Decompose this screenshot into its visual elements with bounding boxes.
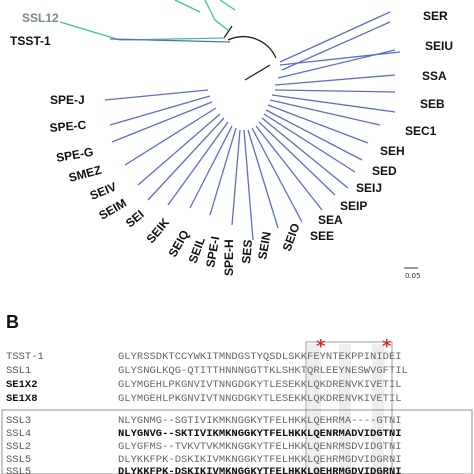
tree-label-sei: SEI <box>123 207 147 230</box>
conserved-box <box>305 341 393 474</box>
highlight-column-2 <box>339 344 351 474</box>
alignment-row-name: SSL5 <box>6 466 31 474</box>
alignment-row-name: SE1X2 <box>6 379 38 391</box>
tree-label-ses: SES <box>239 239 255 264</box>
alignment-row-seq: GLYRSSDKTCCYWKITMNDGSTYQSDLSKKFEYNTEKPPI… <box>118 351 402 363</box>
tree-label-see: SEE <box>310 229 334 243</box>
tree-label-seik: SEIK <box>144 215 173 246</box>
tree-label-sed: SED <box>372 164 397 178</box>
alignment-row-name: SE1X8 <box>6 393 38 405</box>
alignment-row-seq: NLYGNMG--SGTIVIKMKNGGKYTFELHKKLQEHRMA---… <box>118 415 402 427</box>
alignment-row-name: SSL3 <box>6 415 31 427</box>
tree-label-speg: SPE-G <box>55 145 94 165</box>
alignment-row-name: SSL5 <box>6 454 31 466</box>
tree-label-seh: SEH <box>380 144 405 158</box>
tree-label-ssl12: SSL12 <box>22 11 59 25</box>
alignment-row-seq: DLYKKFPK-DSKIKIVMKNGGKYTFELHKKLQEHRMGDVI… <box>118 454 402 466</box>
star-marker-1: * <box>316 336 326 357</box>
alignment-row-name: SSL2 <box>6 441 31 453</box>
tree-label-seip: SEIP <box>340 199 367 213</box>
phylogenetic-tree: SSL12 TSST-1 SER SEIU SSA SEB SEC1 SEH S… <box>10 0 453 280</box>
alignment-row-name: SSL4 <box>6 428 31 440</box>
tree-label-seiu: SEIU <box>425 39 453 53</box>
scale-bar-label: 0.05 <box>405 272 421 280</box>
alignment-row-seq: GLYGFMS--TVKVTVKMKNGGKYTFELHKKLQENRMSDVI… <box>118 441 402 453</box>
highlight-column-3 <box>372 344 384 474</box>
tree-label-spej: SPE-J <box>50 93 85 107</box>
tree-label-spei: SPE-I <box>203 235 222 268</box>
tree-label-seb: SEB <box>420 97 445 111</box>
alignment-row-seq: DLYKKFPK-DSKIKIVMKNGGKYTFELHKKLQEHRMGDVI… <box>118 466 402 474</box>
tree-label-seij: SEIJ <box>356 181 382 195</box>
tree-label-speh-visible: SPE-H <box>222 239 236 276</box>
alignment-row-seq: GLYMGEHLPKGNVIVTNNGDGKYTLESEKKLQKDRENVKI… <box>118 379 402 391</box>
tree-label-ser: SER <box>423 9 448 23</box>
tree-label-ssa: SSA <box>422 69 447 83</box>
alignment-row-name: SSL1 <box>6 365 31 377</box>
alignment-row-seq: NLYGNVG--SKTIVIKMKNGGKYTFELHKKLQENRMADVI… <box>118 428 402 440</box>
ssl-group-box <box>1 409 473 474</box>
star-marker-2: * <box>382 336 392 357</box>
tree-label-sec1: SEC1 <box>405 124 437 138</box>
alignment-row-seq: GLYSNGLKQG-QTITTHNNNGGTTKLSHKTQRLEEYNESW… <box>118 365 408 377</box>
tree-label-seio: SEIO <box>280 221 303 253</box>
alignment-row-seq: GLYMGEHLPKGNVIVTNNGDGKYTLESEKKLQKDRENVKI… <box>118 393 402 405</box>
tree-label-sea: SEA <box>318 213 343 227</box>
tree-label-tsst1: TSST-1 <box>10 34 51 48</box>
panel-b-letter: B <box>6 312 19 332</box>
highlight-column-1 <box>307 344 321 474</box>
tree-label-spec: SPE-C <box>49 118 87 135</box>
tree-label-smez: SMEZ <box>67 163 103 185</box>
alignment-row-name: TSST-1 <box>6 351 44 363</box>
tree-label-sein: SEIN <box>255 230 274 260</box>
